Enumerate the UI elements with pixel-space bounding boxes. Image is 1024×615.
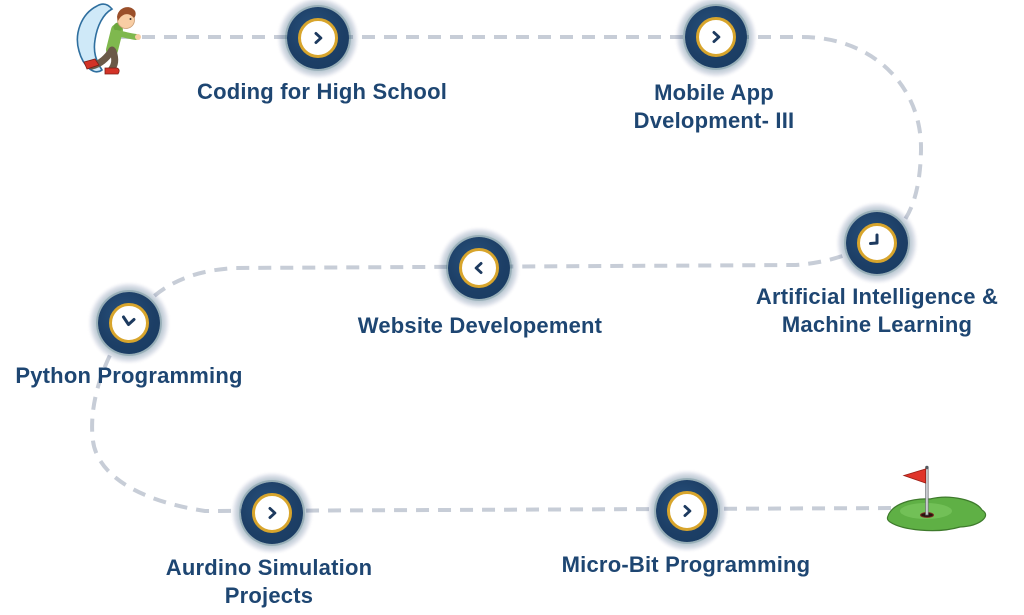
node-website-development (448, 237, 510, 299)
node-micro-bit-programming (656, 480, 718, 542)
node-coding-for-high-school (287, 7, 349, 69)
node-label-python-programming: Python Programming (15, 363, 243, 388)
node-label-website-development: Website Developement (357, 313, 603, 338)
node-label-ai-machine-learning: Artificial Intelligence & Machine Learni… (755, 284, 999, 338)
node-ai-machine-learning (846, 212, 908, 274)
chevron-right-icon (683, 505, 692, 517)
node-inner-circle (667, 491, 707, 531)
node-inner-circle (298, 18, 338, 58)
chevron-right-icon (268, 507, 277, 519)
clock-icon (122, 315, 136, 326)
node-mobile-app-development (685, 6, 747, 68)
node-label-coding-for-high-school: Coding for High School (196, 79, 448, 104)
node-arduino-simulation (241, 482, 303, 544)
running-student-illustration (76, 3, 141, 75)
chevron-right-icon (314, 31, 323, 44)
node-inner-circle (109, 303, 149, 343)
node-label-micro-bit-programming: Micro-Bit Programming (561, 552, 811, 577)
node-label-mobile-app-development: Mobile App Dvelopment- III (633, 80, 795, 134)
clock-icon (869, 233, 879, 245)
finish-golf-flag-illustration (886, 465, 987, 532)
chevron-left-icon (474, 262, 483, 274)
node-label-arduino-simulation: Aurdino Simulation Projects (165, 555, 373, 609)
node-inner-circle (696, 17, 736, 57)
chevron-right-icon (712, 30, 721, 43)
node-python-programming (98, 292, 160, 354)
node-inner-circle (857, 223, 897, 263)
node-inner-circle (459, 248, 499, 288)
node-inner-circle (252, 493, 292, 533)
